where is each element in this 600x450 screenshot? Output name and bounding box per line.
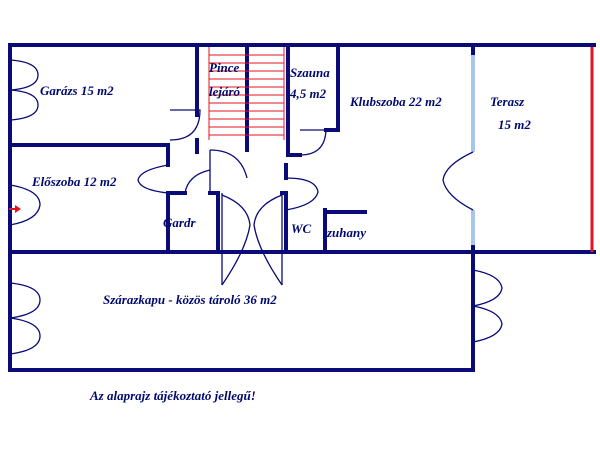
room-label-eloszoba: Előszoba 12 m2 [31,174,117,189]
room-label-wc: WC [291,221,312,236]
room-label-gardr: Gardr [163,215,196,230]
room-label-szauna-2: 4,5 m2 [289,86,327,101]
room-label-terasz-1: Terasz [490,94,525,109]
doors [9,59,503,355]
room-label-zuhany: zuhany [326,225,366,240]
walls [8,43,596,372]
room-label-terasz-2: 15 m2 [498,117,531,132]
room-label-szarazkapu: Szárazkapu - közös tároló 36 m2 [103,292,277,307]
room-label-pince-2: lejáró [209,84,241,99]
room-label-klubszoba: Klubszoba 22 m2 [349,94,442,109]
stairs [208,47,285,140]
room-label-pince-1: Pince [209,60,240,75]
room-label-garazs: Garázs 15 m2 [40,83,114,98]
arrow-right-icon [9,205,21,213]
footnote: Az alaprajz tájékoztató jellegű! [89,388,256,403]
room-label-szauna-1: Szauna [290,65,330,80]
